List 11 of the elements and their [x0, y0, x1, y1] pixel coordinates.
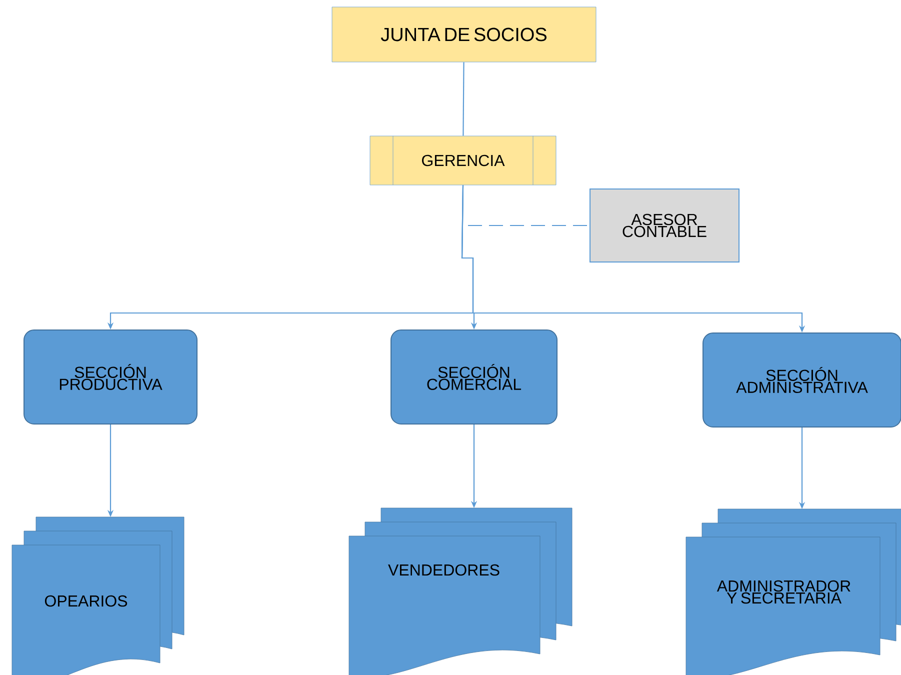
connector — [468, 224, 590, 226]
document-stack: VENDEDORES — [348, 508, 572, 675]
document-stack: OPEARIOS — [12, 516, 184, 675]
advisor-box: ASESOR CONTABLE — [590, 188, 740, 262]
process-box: GERENCIA — [370, 136, 556, 186]
section-box: SECCIÓN COMERCIAL — [390, 330, 558, 424]
title-box: JUNTA DE SOCIOS — [332, 6, 596, 62]
section-box: SECCIÓN PRODUCTIVA — [24, 330, 198, 424]
section-box: SECCIÓN ADMINISTRATIVA — [702, 332, 901, 428]
connector — [462, 62, 464, 136]
document-stack: ADMINISTRADOR Y SECRETARIA — [686, 508, 901, 675]
